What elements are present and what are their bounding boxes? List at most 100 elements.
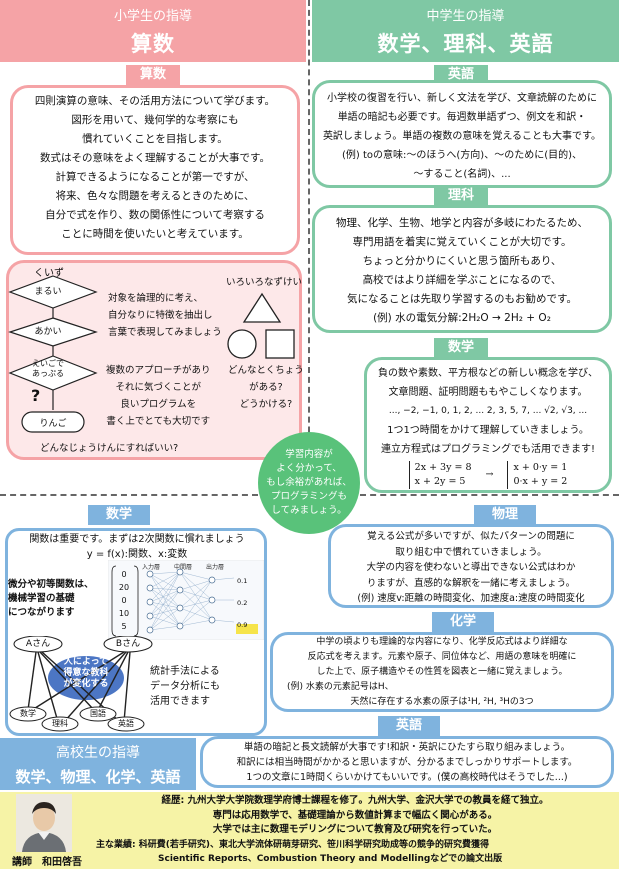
square-shape (265, 329, 295, 359)
equation-line: x + 2y = 5 (414, 476, 466, 487)
text-line: 文章問題、証明問題ももやこしくなります。 (388, 387, 588, 398)
text-line: 四則演算の意味、その活用方法について学びます。 (34, 95, 276, 107)
text-line: 良いプログラムを (120, 399, 197, 410)
quiz-node-red: あかい (34, 327, 62, 337)
text-line: プログラミングも (270, 491, 347, 502)
text-line: 対象を論理的に考え、 (108, 293, 204, 304)
quiz-flowchart (8, 275, 98, 433)
tag-junior-math: 数学 (434, 338, 488, 358)
quiz-text-1: 対象を論理的に考え、 自分なりに特徴を抽出し 言葉で表現してみましょう (108, 290, 222, 341)
text-line: 気になることは先取り学習するのもお勧めです。 (347, 293, 577, 305)
quiz-node-english-2: あっぷる (32, 369, 64, 378)
text-line: 活用できます (150, 696, 210, 707)
subject-math: 数学 (20, 709, 36, 718)
text-line: 複数のアプローチがあり (106, 365, 211, 376)
neural-network-figure (108, 560, 264, 640)
junior-english-box: 小学校の復習を行い、新しく文法を学び、文章読解のために 単語の暗記も必要です。毎… (312, 80, 612, 188)
text-line: 人によって (63, 657, 109, 667)
text-line: Scientific Reports、Combustion Theory and… (158, 854, 503, 864)
nn-outputs: 0.1 0.2 0.9 (237, 570, 247, 636)
profile-text: 経歴: 九州大学大学院数理学府博士課程を修了。九州大学、金沢大学での教員を経て独… (96, 794, 614, 867)
text-line: が変化する (63, 679, 109, 689)
equation-line: 0·x + y = 2 (513, 476, 568, 487)
text-line: 連立方程式はプログラミングでも活用できます! (380, 444, 595, 455)
text-line: 中学の頃よりも理論的な内容になり、化学反応式はより詳細な (316, 637, 568, 647)
text-line: 経歴: 九州大学大学院数理学府博士課程を修了。九州大学、金沢大学での教員を経て独… (161, 795, 549, 806)
junior-math-box: 負の数や素数、平方根などの新しい概念を学び、 文章問題、証明問題ももやこしくなり… (364, 357, 612, 493)
person-b: Bさん (115, 639, 141, 649)
header-elementary-subtitle: 小学生の指導 (113, 9, 192, 24)
text-line: 自分で式を作り、数の関係性について考察する (45, 209, 265, 221)
text-line: 専門用語を着実に覚えていくことが大切です。 (352, 236, 572, 248)
text-line: につながります (8, 607, 75, 618)
text-line: 言葉で表現してみましょう (108, 327, 222, 338)
nn-matrix: 0 20 0 10 5 (116, 568, 132, 633)
text-line: 大学の内容を使わないと導出できない公式はわか (366, 562, 576, 573)
quiz-text-2: 複数のアプローチがあり それに気づくことが 良いプログラムを 書く上でとても大切… (106, 362, 211, 430)
text-line: (例) 水素の元素記号はH、 (287, 682, 394, 692)
matrix-value: 5 (121, 622, 127, 631)
subject-science: 理科 (52, 719, 68, 728)
junior-science-box: 物理、化学、生物、地学と内容が多岐にわたるため、 専門用語を着実に覚えていくこと… (312, 205, 612, 333)
divider-horizontal-right (360, 494, 619, 496)
tag-hs-chemistry: 化学 (432, 612, 494, 632)
subject-japanese: 国語 (90, 709, 106, 718)
hs-physics-box: 覚える公式が多いですが、似たパターンの問題に 取り組む中で慣れていきましょう。 … (328, 524, 614, 608)
tag-hs-english: 英語 (378, 716, 440, 736)
shapes-question: どんなとくちょう がある? どうかける? (228, 362, 304, 413)
hs-english-box: 単語の暗記と長文読解が大事です!和訳・英訳にひたすら取り組みましょう。 和訳には… (200, 736, 614, 788)
text-line: がある? (249, 382, 283, 393)
shapes-figure (227, 292, 295, 359)
equation-right: x + 0·y = 1 0·x + y = 2 (507, 461, 567, 489)
text-line: 小学校の復習を行い、新しく文法を学び、文章読解のために (327, 93, 597, 104)
text-line: 負の数や素数、平方根などの新しい概念を学び、 (378, 368, 598, 379)
text-line: 将来、色々な問題を考えるときのために、 (55, 190, 255, 202)
text-line: 物理、化学、生物、地学と内容が多岐にわたるため、 (336, 217, 588, 229)
quiz-node-english: えいごで あっぷる (22, 359, 74, 379)
text-line: 関数は重要です。まずは2次関数に慣れましょう (29, 534, 245, 545)
output-value: 0.2 (237, 599, 248, 607)
teacher-name: 講師 和田啓吾 (12, 857, 82, 868)
quiz-node-round: まるい (34, 287, 62, 297)
quiz-title: くいず (34, 268, 64, 279)
text-line: 〜すること(名詞)、... (413, 169, 511, 180)
triangle-shape (242, 292, 282, 323)
text-line: 書く上でとても大切です (106, 416, 211, 427)
text-line: (例) toの意味:〜のほうへ(方向)、〜のために(目的)、 (342, 150, 582, 161)
matrix-value: 0 (121, 596, 127, 605)
text-line: ちょっと分かりにくいと思う箇所もあり、 (362, 255, 562, 267)
tag-hs-math: 数学 (88, 505, 150, 525)
text-line: 自分なりに特徴を抽出し (108, 310, 213, 321)
divider-vertical (308, 0, 310, 492)
equation-left: 2x + 3y = 8 x + 2y = 5 (408, 461, 472, 489)
text-line: 1つ1つ時間をかけて理解していきましょう。 (387, 425, 589, 436)
nn-label-output: 出力層 (206, 564, 225, 571)
avatar (16, 794, 72, 852)
text-line: 統計手法による (150, 666, 220, 677)
tag-junior-science: 理科 (434, 186, 488, 206)
text-line: 反応式を考えます。元素や原子、同位体など、用語の意味を明確に (307, 652, 577, 662)
ml-text: 微分や初等関数は、 機械学習の基礎 につながります (8, 578, 94, 620)
text-line: 単語の暗記と長文読解が大事です!和訳・英訳にひたすら取り組みましょう。 (243, 742, 571, 753)
elementary-math-box: 四則演算の意味、その活用方法について学びます。 図形を用いて、幾何学的な考察にも… (10, 85, 300, 255)
quiz-question-mark: ? (31, 386, 41, 405)
header-hs-subtitle: 高校生の指導 (56, 745, 140, 761)
programming-circle: 学習内容が よく分かって、 もし余裕があれば、 プログラミングも してみましょう… (258, 432, 360, 534)
text-line: 得意な教科 (63, 668, 109, 678)
header-junior: 中学生の指導 数学、理科、英語 (312, 0, 619, 62)
hs-chemistry-box: 中学の頃よりも理論的な内容になり、化学反応式はより詳細な 反応式を考えます。元素… (270, 632, 614, 712)
nn-label-input: 入力層 (142, 564, 161, 571)
text-line: 高校ではより詳細を学ぶことになるので、 (362, 274, 562, 286)
text-line: 取り組む中で慣れていきましょう。 (395, 546, 547, 558)
text-line: 天然に存在する水素の原子は¹H, ²H, ³Hの3つ (350, 697, 534, 707)
divider-horizontal-left (0, 494, 258, 496)
matrix-value: 20 (118, 583, 130, 592)
tag-hs-physics: 物理 (474, 505, 536, 525)
text-line: もし余裕があれば、 (266, 477, 352, 488)
text-line: 大学では主に数理モデリングについて教育及び研究を行っていた。 (212, 824, 498, 835)
shapes-title: いろいろなずけい (226, 277, 303, 288)
subject-english: 英語 (118, 719, 134, 728)
text-line: y = f(x):関数、x:変数 (86, 549, 188, 560)
text-line: 計算できるようになることが第一ですが、 (55, 171, 255, 183)
text-line: 主な業績: 科研費(若手研究)、東北大学流体研萌芽研究、笹川科学研究助成等の競争… (96, 839, 489, 850)
